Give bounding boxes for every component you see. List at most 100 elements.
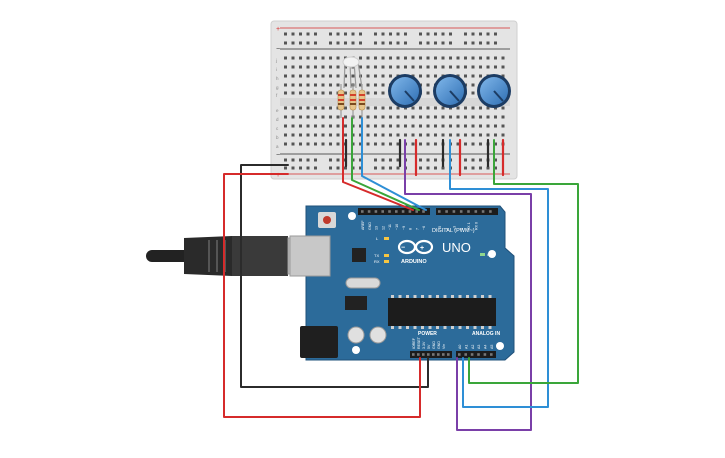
header-pin[interactable] bbox=[490, 353, 493, 356]
wire-led-green-pin10[interactable] bbox=[351, 117, 420, 211]
wires bbox=[223, 117, 579, 431]
header-pin[interactable] bbox=[458, 353, 461, 356]
chip-pin bbox=[413, 295, 417, 298]
header-pin[interactable] bbox=[374, 210, 378, 213]
rail-hole bbox=[329, 32, 332, 36]
header-pin[interactable] bbox=[474, 210, 478, 213]
breadboard-hole bbox=[441, 115, 445, 119]
header-pin[interactable] bbox=[442, 353, 445, 356]
rail-hole bbox=[284, 32, 287, 36]
breadboard-hole bbox=[374, 124, 377, 128]
rail-hole bbox=[486, 32, 490, 36]
wire-pot3-a2[interactable] bbox=[468, 139, 579, 384]
header-pin[interactable] bbox=[412, 353, 415, 356]
header-pin[interactable] bbox=[388, 210, 391, 213]
breadboard-hole bbox=[366, 56, 370, 60]
header-pin[interactable] bbox=[395, 210, 398, 213]
wire-5v[interactable] bbox=[223, 173, 421, 418]
header-pin[interactable] bbox=[477, 353, 480, 356]
header-pin[interactable] bbox=[437, 353, 440, 356]
potentiometer-3[interactable] bbox=[477, 74, 511, 108]
rail-hole bbox=[494, 41, 497, 45]
breadboard-hole bbox=[344, 74, 347, 78]
header-pin[interactable] bbox=[467, 210, 470, 213]
header-pin[interactable] bbox=[422, 353, 425, 356]
header-pin[interactable] bbox=[438, 210, 441, 213]
potentiometer-2[interactable] bbox=[433, 74, 467, 108]
mounting-hole bbox=[496, 342, 504, 350]
rail-hole bbox=[494, 158, 497, 162]
breadboard-hole bbox=[396, 65, 400, 69]
arduino-uno-board[interactable]: − + UNO ARDUINO DIGITAL (PWM~) ANALOG IN… bbox=[289, 205, 515, 361]
breadboard-hole bbox=[479, 133, 482, 137]
pin-label: RX 0 bbox=[475, 222, 479, 230]
row-label-j: j bbox=[275, 58, 277, 63]
rail-hole bbox=[486, 41, 490, 45]
breadboard-hole bbox=[426, 56, 430, 60]
wire-gnd[interactable] bbox=[240, 164, 429, 388]
header-pin[interactable] bbox=[447, 353, 450, 356]
rail-hole bbox=[381, 32, 385, 36]
wire-led-blue-pin9[interactable] bbox=[361, 117, 427, 211]
resistor-1[interactable] bbox=[337, 84, 345, 118]
rail-hole bbox=[336, 32, 340, 36]
breadboard-hole bbox=[381, 106, 385, 110]
header-pin[interactable] bbox=[481, 210, 485, 213]
breadboard-hole bbox=[426, 133, 430, 137]
header-pin[interactable] bbox=[408, 210, 412, 213]
breadboard-hole bbox=[411, 115, 415, 119]
breadboard-hole bbox=[329, 65, 332, 69]
pin-label: 7 bbox=[415, 228, 419, 230]
chip-pin bbox=[436, 326, 439, 329]
breadboard-hole bbox=[381, 74, 385, 78]
wire-pot2-a1[interactable] bbox=[449, 139, 549, 408]
breadboard-hole bbox=[456, 133, 460, 137]
svg-text:−: − bbox=[401, 245, 405, 252]
breadboard-hole bbox=[291, 106, 295, 110]
breadboard-hole bbox=[464, 74, 467, 78]
header-pin[interactable] bbox=[361, 210, 364, 213]
header-pin[interactable] bbox=[367, 210, 371, 213]
breadboard-hole bbox=[306, 106, 310, 110]
breadboard-hole bbox=[306, 142, 310, 146]
wire-led-red-pin11[interactable] bbox=[342, 117, 414, 211]
header-pin[interactable] bbox=[459, 210, 463, 213]
rail-hole bbox=[329, 41, 332, 45]
breadboard-hole bbox=[321, 74, 325, 78]
breadboard-hole bbox=[314, 74, 317, 78]
header-pin[interactable] bbox=[415, 210, 418, 213]
header-pin[interactable] bbox=[401, 210, 405, 213]
resistor-3[interactable] bbox=[358, 84, 366, 118]
breadboard-hole bbox=[344, 115, 347, 119]
row-label-h: h bbox=[276, 76, 279, 81]
potentiometer-1[interactable] bbox=[388, 74, 422, 108]
resistor-2[interactable] bbox=[349, 84, 357, 118]
header-pin[interactable] bbox=[483, 353, 487, 356]
header-pin[interactable] bbox=[470, 353, 474, 356]
breadboard-hole bbox=[366, 91, 370, 95]
rail-hole bbox=[329, 158, 332, 162]
breadboard-hole bbox=[434, 74, 437, 78]
breadboard-hole bbox=[284, 65, 287, 69]
header-pin[interactable] bbox=[464, 353, 467, 356]
rail-hole bbox=[396, 158, 400, 162]
header-pin[interactable] bbox=[452, 210, 456, 213]
header-pin[interactable] bbox=[427, 353, 430, 356]
header-pin[interactable] bbox=[422, 210, 425, 213]
breadboard-hole bbox=[359, 83, 362, 87]
header-pin[interactable] bbox=[381, 210, 384, 213]
header-pin[interactable] bbox=[445, 210, 448, 213]
breadboard-hole bbox=[419, 115, 422, 119]
chip-pin bbox=[398, 295, 402, 298]
rgb-led[interactable] bbox=[342, 56, 363, 89]
breadboard-hole bbox=[486, 56, 490, 60]
header-pin[interactable] bbox=[432, 353, 435, 356]
header-pin[interactable] bbox=[489, 210, 492, 213]
breadboard-hole bbox=[366, 83, 370, 87]
breadboard-hole bbox=[441, 124, 445, 128]
header-pin[interactable] bbox=[417, 353, 420, 356]
wire-pot1-a0[interactable] bbox=[404, 139, 532, 431]
rail-hole bbox=[426, 32, 430, 36]
breadboard-hole bbox=[486, 133, 490, 137]
breadboard-hole bbox=[464, 115, 467, 119]
